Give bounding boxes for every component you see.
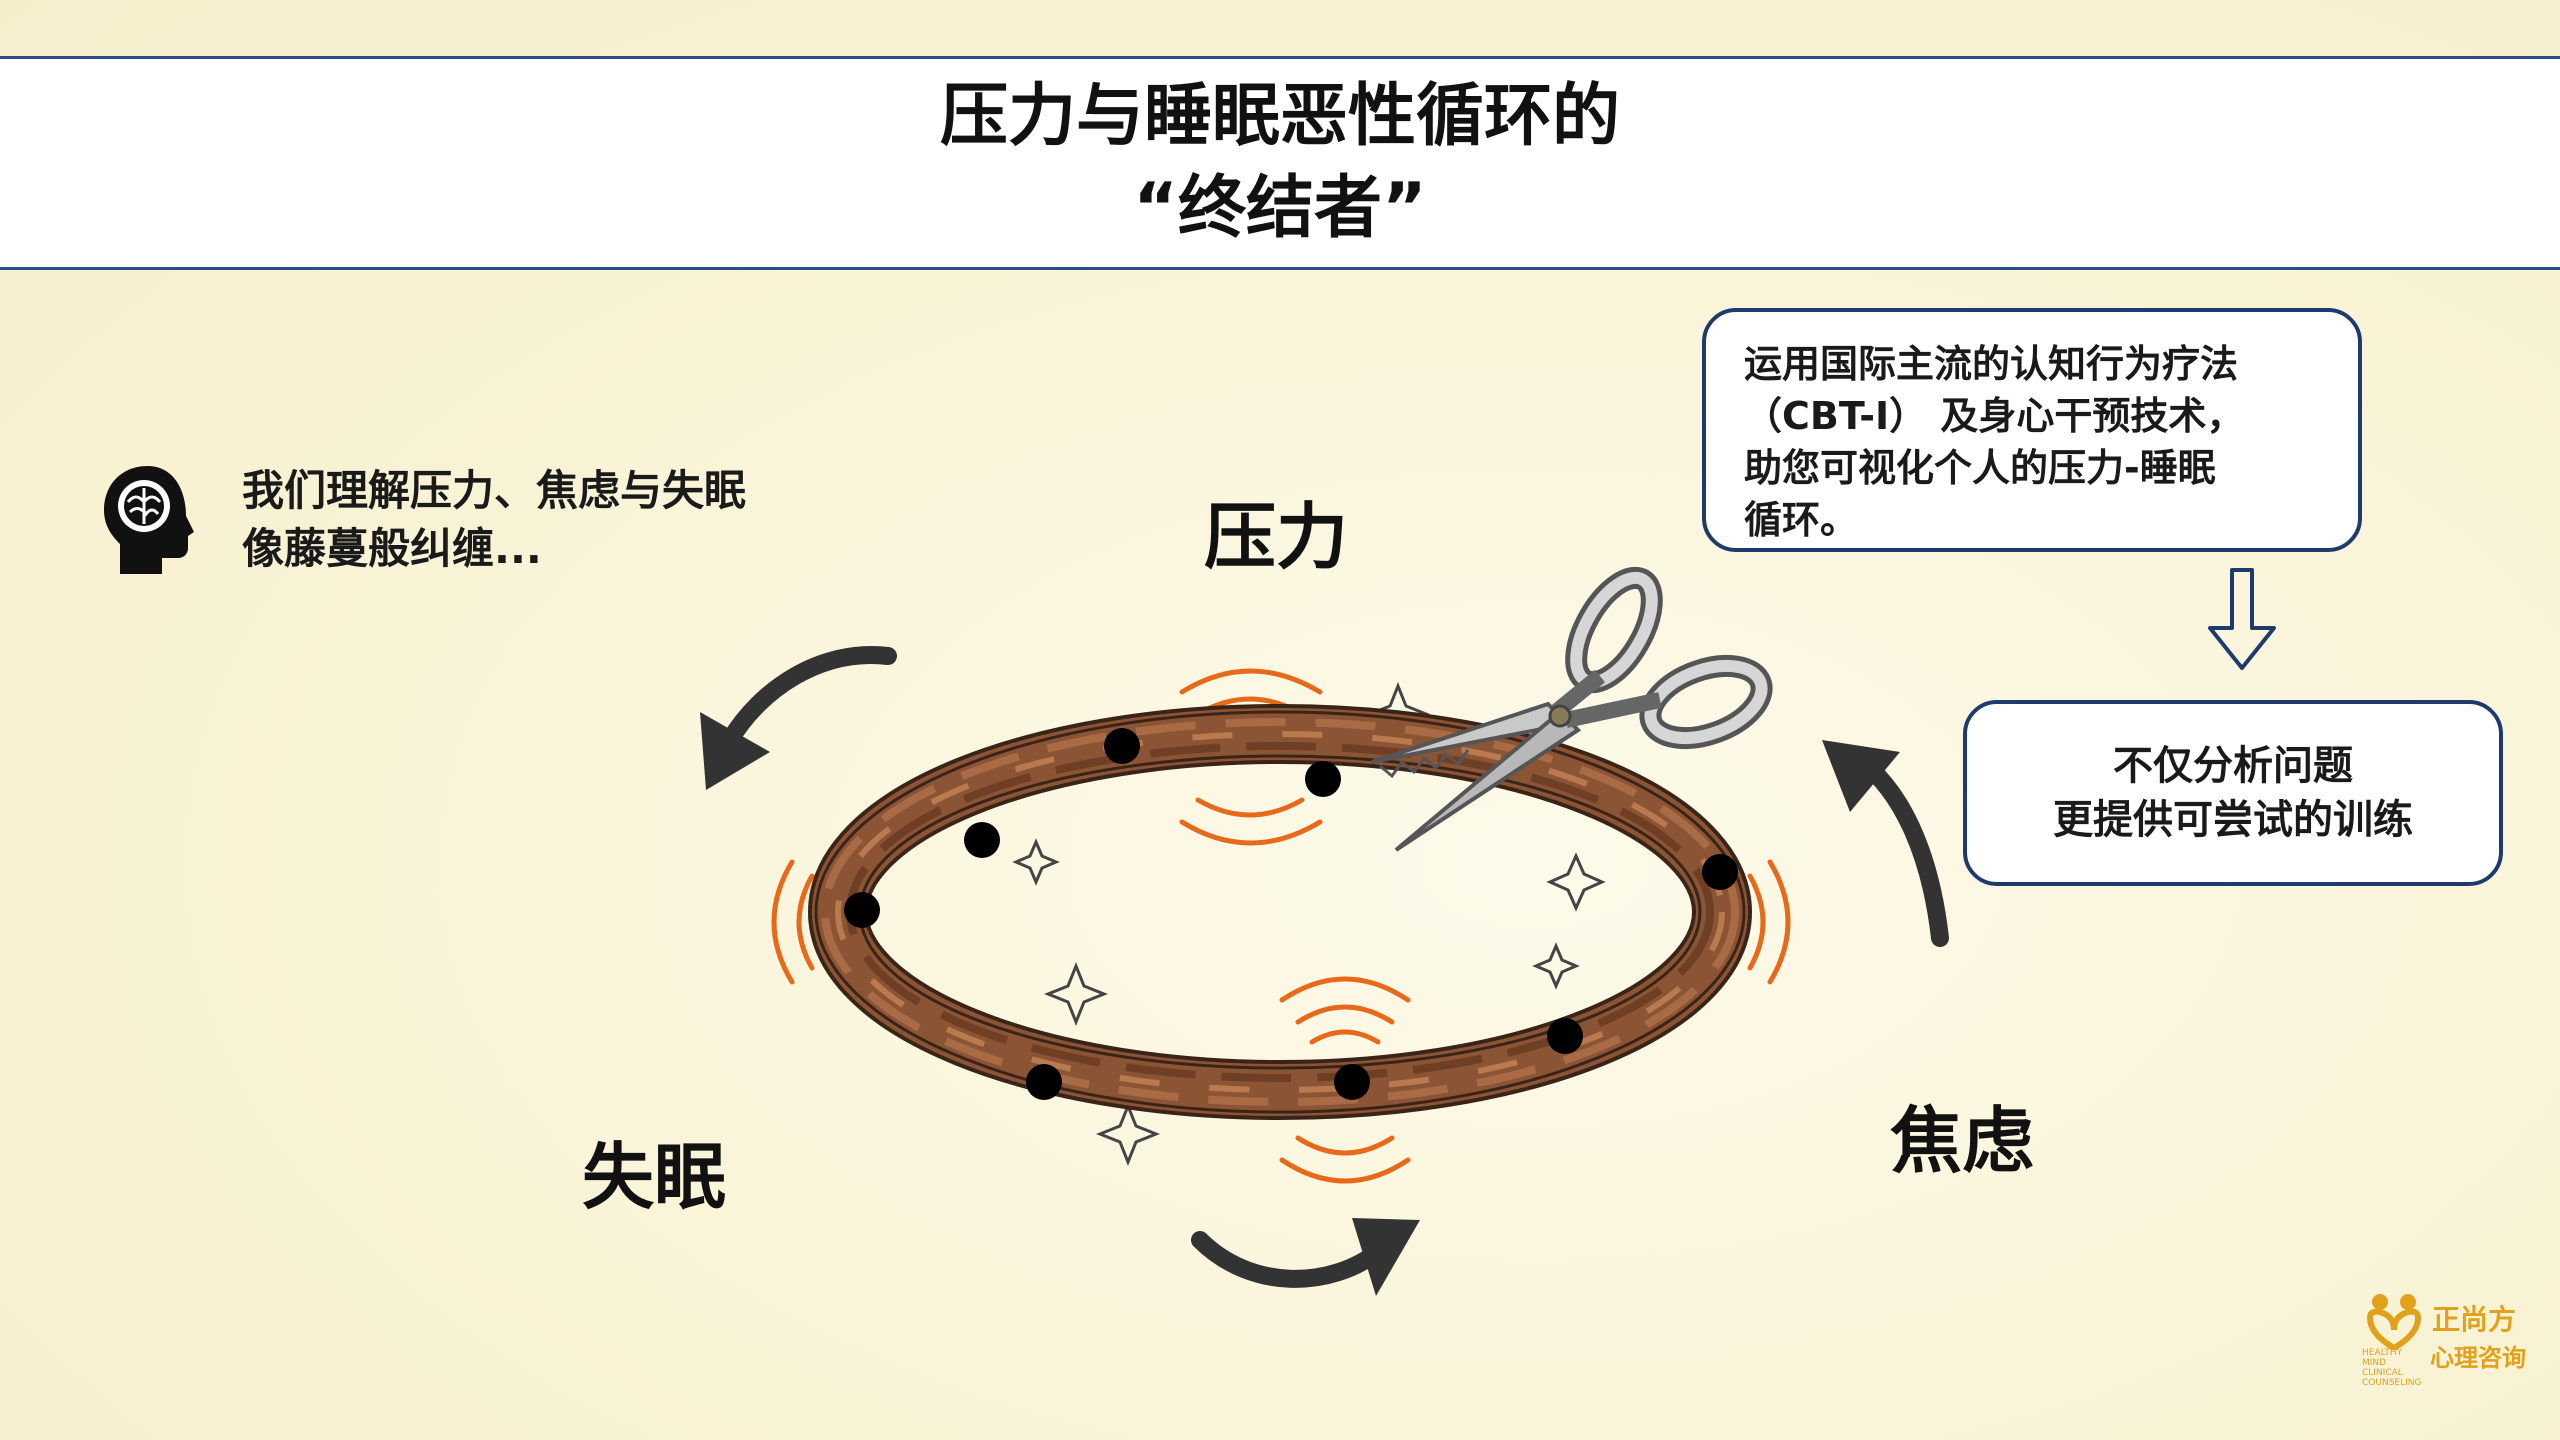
node-insomnia: 失眠 bbox=[582, 1135, 727, 1219]
head-brain-icon bbox=[104, 466, 194, 574]
intro-line-1: 我们理解压力、焦虑与失眠 bbox=[242, 466, 747, 515]
intro-statement: 我们理解压力、焦虑与失眠 像藤蔓般纠缠... bbox=[100, 462, 746, 578]
title-line-1: 压力与睡眠恶性循环的 bbox=[939, 77, 1620, 156]
intro-text: 我们理解压力、焦虑与失眠 像藤蔓般纠缠... bbox=[242, 462, 746, 578]
intro-line-2: 像藤蔓般纠缠... bbox=[242, 524, 542, 573]
heart-logo-icon bbox=[2366, 1294, 2422, 1350]
tangled-vine-ring bbox=[808, 704, 1752, 1120]
cycle-arrow-bottom bbox=[1191, 1218, 1420, 1296]
method-line-1: 运用国际主流的认知行为疗法 bbox=[1744, 342, 2239, 386]
result-line-1: 不仅分析问题 bbox=[2113, 743, 2353, 789]
logo-name: 正尚方 bbox=[2432, 1303, 2517, 1336]
method-line-4: 循环。 bbox=[1744, 498, 1859, 542]
logo-english: HEALTHY MIND CLINICAL COUNSELING bbox=[2362, 1348, 2422, 1388]
title-line-2: “终结者” bbox=[1133, 169, 1427, 248]
cycle-arrow-right bbox=[1822, 740, 1949, 947]
cycle-arrow-top-left bbox=[700, 646, 897, 790]
result-callout: 不仅分析问题 更提供可尝试的训练 bbox=[1963, 700, 2503, 886]
brand-logo: 正尚方 心理咨询 HEALTHY MIND CLINICAL COUNSELIN… bbox=[2362, 1290, 2526, 1390]
method-line-2: （CBT-I） 及身心干预技术， bbox=[1744, 394, 2245, 438]
down-arrow-icon bbox=[2208, 568, 2276, 670]
node-pressure: 压力 bbox=[1204, 495, 1349, 579]
result-line-2: 更提供可尝试的训练 bbox=[2053, 797, 2413, 843]
title-banner: 压力与睡眠恶性循环的 “终结者” bbox=[0, 56, 2560, 270]
method-callout: 运用国际主流的认知行为疗法 （CBT-I） 及身心干预技术， 助您可视化个人的压… bbox=[1702, 308, 2362, 552]
logo-subtitle: 心理咨询 bbox=[2430, 1344, 2526, 1372]
method-line-3: 助您可视化个人的压力-睡眠 bbox=[1744, 446, 2216, 490]
sparkles bbox=[1012, 681, 1606, 1167]
scissors-icon bbox=[1371, 566, 1773, 852]
node-anxiety: 焦虑 bbox=[1890, 1099, 2035, 1183]
